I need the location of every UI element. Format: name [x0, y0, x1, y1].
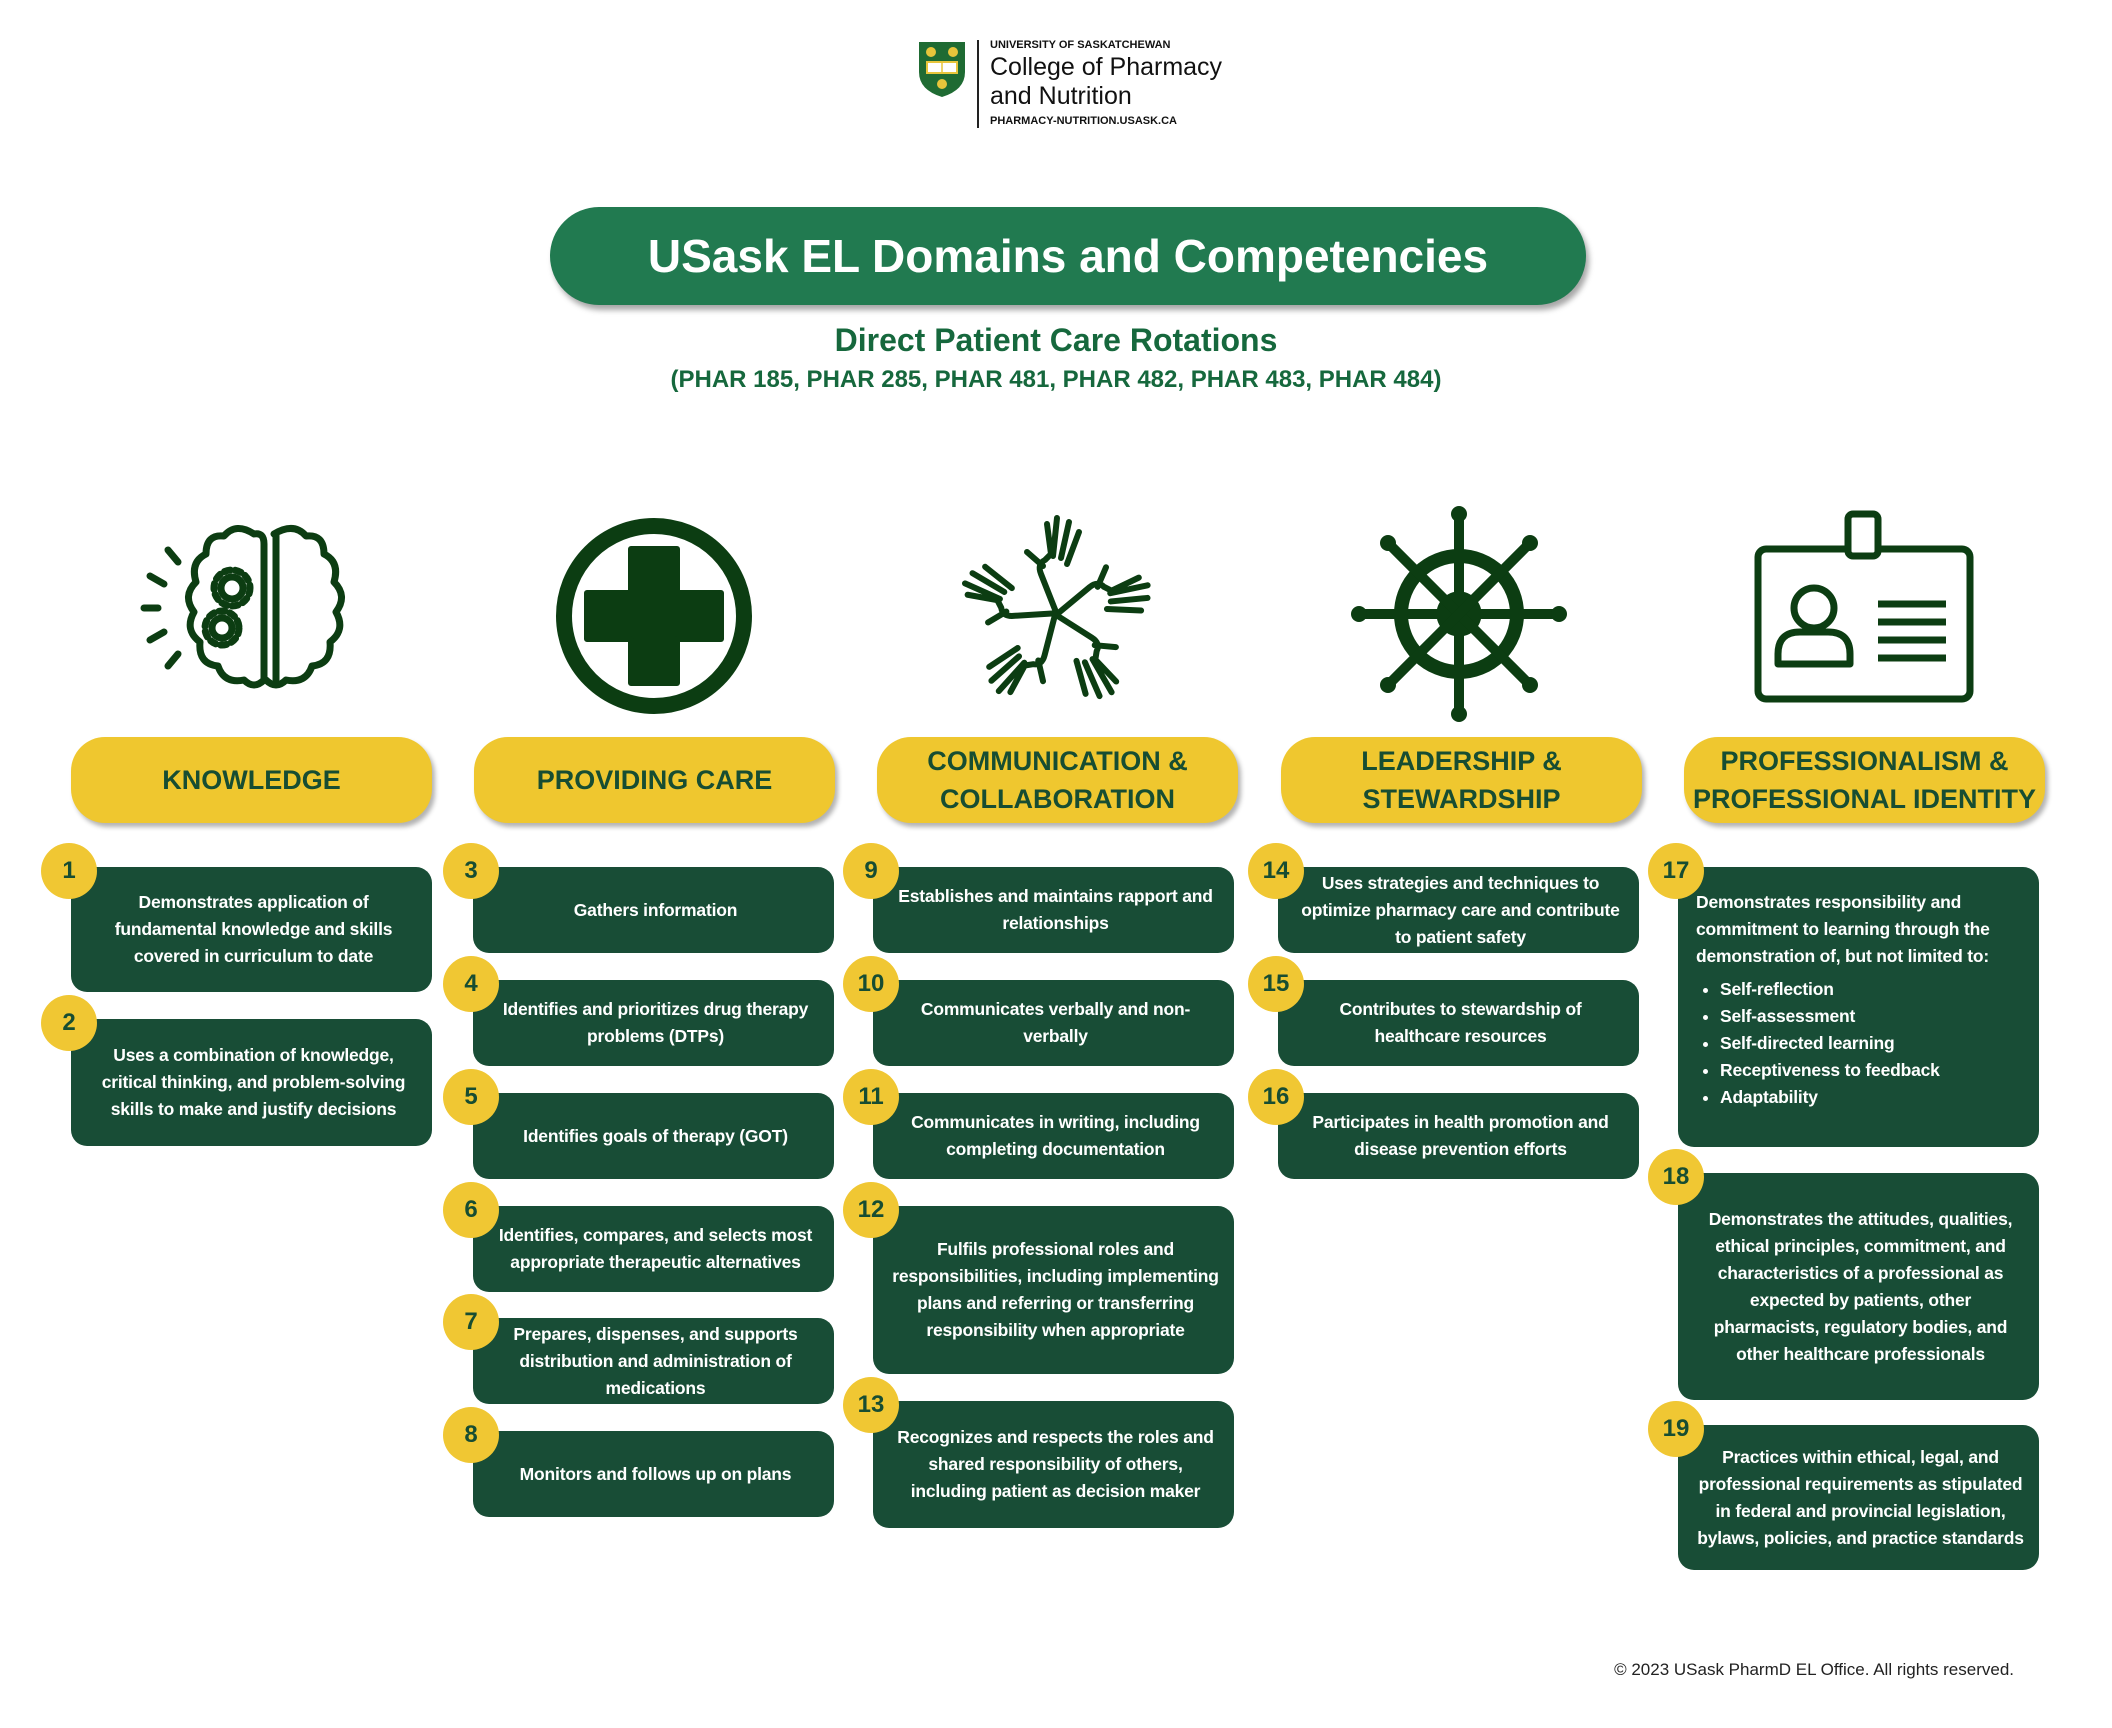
bullet-item: Adaptability	[1720, 1084, 1940, 1111]
course-list: (PHAR 185, PHAR 285, PHAR 481, PHAR 482,…	[670, 366, 1442, 393]
competency-card-8: Monitors and follows up on plans	[473, 1431, 834, 1517]
bullet-item: Receptiveness to feedback	[1720, 1057, 1940, 1084]
page-title: USask EL Domains and Competencies	[550, 207, 1586, 305]
domain-providing-care: PROVIDING CARE	[474, 737, 835, 823]
competency-number-badge: 15	[1248, 956, 1304, 1012]
competency-text: Demonstrates responsibility and commitme…	[1696, 892, 1990, 966]
competency-text: Monitors and follows up on plans	[519, 1463, 792, 1484]
competency-number-badge: 18	[1648, 1149, 1704, 1205]
competency-text: Contributes to stewardship of healthcare…	[1339, 999, 1582, 1046]
medical-cross-icon	[539, 504, 769, 724]
competency-card-3: Gathers information	[473, 867, 834, 953]
college-url: PHARMACY-NUTRITION.USASK.CA	[990, 115, 1177, 127]
college-name-line1: College of Pharmacy	[990, 53, 1223, 81]
competency-card-1: Demonstrates application of fundamental …	[71, 867, 432, 992]
competency-number-badge: 7	[443, 1294, 499, 1350]
competency-number-badge: 10	[843, 956, 899, 1012]
competency-card-15: Contributes to stewardship of healthcare…	[1278, 980, 1639, 1066]
university-name: UNIVERSITY OF SASKATCHEWAN	[990, 39, 1171, 51]
competency-number-badge: 3	[443, 843, 499, 899]
competency-text: Demonstrates application of fundamental …	[114, 892, 393, 966]
bullet-item: Self-directed learning	[1720, 1030, 1940, 1057]
domain-knowledge: KNOWLEDGE	[71, 737, 432, 823]
competency-card-17: Demonstrates responsibility and commitme…	[1678, 867, 2039, 1147]
competency-card-5: Identifies goals of therapy (GOT)	[473, 1093, 834, 1179]
competency-number-badge: 19	[1648, 1401, 1704, 1457]
competency-number-badge: 13	[843, 1377, 899, 1433]
competency-card-16: Participates in health promotion and dis…	[1278, 1093, 1639, 1179]
competency-card-6: Identifies, compares, and selects most a…	[473, 1206, 834, 1292]
id-badge-icon	[1748, 504, 1978, 724]
hands-together-icon	[941, 504, 1171, 724]
competency-text: Identifies goals of therapy (GOT)	[523, 1125, 788, 1146]
competency-text: Uses strategies and techniques to optimi…	[1301, 872, 1620, 947]
bullet-item: Self-assessment	[1720, 1003, 1940, 1030]
competency-number-badge: 16	[1248, 1069, 1304, 1125]
competency-card-13: Recognizes and respects the roles and sh…	[873, 1401, 1234, 1528]
competency-card-19: Practices within ethical, legal, and pro…	[1678, 1425, 2039, 1570]
competency-text: Fulfils professional roles and responsib…	[892, 1239, 1219, 1340]
competency-text: Identifies, compares, and selects most a…	[498, 1225, 813, 1272]
competency-number-badge: 2	[41, 995, 97, 1051]
ship-wheel-icon	[1344, 504, 1574, 724]
competency-text: Establishes and maintains rapport and re…	[898, 886, 1213, 933]
competency-text: Practices within ethical, legal, and pro…	[1697, 1446, 2024, 1548]
competency-text: Communicates in writing, including compl…	[911, 1112, 1200, 1159]
competency-card-9: Establishes and maintains rapport and re…	[873, 867, 1234, 953]
logo-divider	[977, 40, 979, 128]
competency-card-12: Fulfils professional roles and responsib…	[873, 1206, 1234, 1374]
competency-number-badge: 6	[443, 1182, 499, 1238]
subtitle: Direct Patient Care Rotations	[834, 322, 1278, 358]
competency-card-4: Identifies and prioritizes drug therapy …	[473, 980, 834, 1066]
competency-number-badge: 1	[41, 843, 97, 899]
competency-number-badge: 8	[443, 1407, 499, 1463]
bullet-item: Self-reflection	[1720, 976, 1940, 1003]
copyright: © 2023 USask PharmD EL Office. All right…	[1614, 1660, 2014, 1679]
competency-bullets: Self-reflectionSelf-assessmentSelf-direc…	[1696, 976, 1940, 1111]
domain-professionalism: PROFESSIONALISM & PROFESSIONAL IDENTITY	[1684, 737, 2045, 823]
competency-number-badge: 14	[1248, 843, 1304, 899]
competency-text: Communicates verbally and non-verbally	[920, 999, 1191, 1046]
usask-shield-logo	[917, 40, 967, 98]
competency-number-badge: 12	[843, 1182, 899, 1238]
competency-number-badge: 5	[443, 1069, 499, 1125]
domain-communication-collaboration: COMMUNICATION & COLLABORATION	[877, 737, 1238, 823]
competency-card-10: Communicates verbally and non-verbally	[873, 980, 1234, 1066]
college-name-line2: and Nutrition	[990, 82, 1132, 110]
competency-number-badge: 17	[1648, 843, 1704, 899]
domain-leadership-stewardship: LEADERSHIP & STEWARDSHIP	[1281, 737, 1642, 823]
competency-card-14: Uses strategies and techniques to optimi…	[1278, 867, 1639, 953]
competency-number-badge: 4	[443, 956, 499, 1012]
brain-gears-icon	[136, 504, 366, 724]
competency-text: Recognizes and respects the roles and sh…	[897, 1427, 1214, 1501]
competency-card-11: Communicates in writing, including compl…	[873, 1093, 1234, 1179]
competency-text: Identifies and prioritizes drug therapy …	[502, 999, 809, 1046]
competency-text: Participates in health promotion and dis…	[1312, 1112, 1609, 1159]
competency-card-2: Uses a combination of knowledge, critica…	[71, 1019, 432, 1146]
competency-number-badge: 11	[843, 1069, 899, 1125]
competency-number-badge: 9	[843, 843, 899, 899]
competency-text: Gathers information	[573, 899, 738, 920]
competency-text: Prepares, dispenses, and supports distri…	[513, 1323, 798, 1398]
competency-text: Uses a combination of knowledge, critica…	[101, 1045, 406, 1119]
competency-card-18: Demonstrates the attitudes, qualities, e…	[1678, 1173, 2039, 1400]
competency-text: Demonstrates the attitudes, qualities, e…	[1708, 1208, 2013, 1364]
competency-card-7: Prepares, dispenses, and supports distri…	[473, 1318, 834, 1404]
